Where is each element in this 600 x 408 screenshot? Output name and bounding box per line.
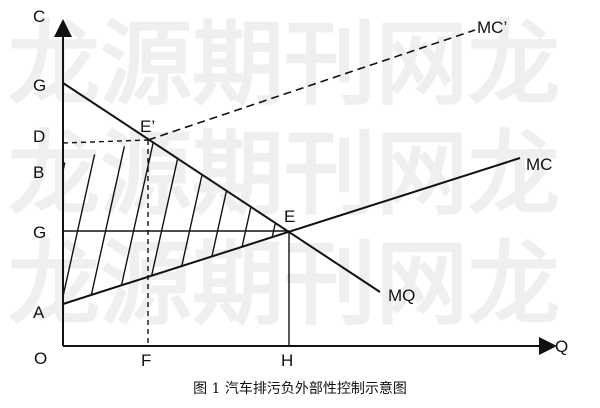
y-tick-label: G	[33, 223, 46, 242]
mc-line	[62, 157, 521, 305]
watermark-row-3: 龙源期刊网龙	[8, 231, 560, 338]
watermark-row-1: 龙源期刊网龙	[8, 11, 560, 118]
mq-line	[62, 82, 381, 293]
x-tick-label: F	[141, 351, 151, 370]
mc-label: MC	[526, 155, 552, 174]
y-tick-label: D	[33, 127, 45, 146]
y-axis-label: C	[33, 7, 45, 26]
y-tick-label: B	[33, 163, 44, 182]
x-tick-label: H	[281, 351, 293, 370]
mc-prime-dashed-line	[147, 29, 476, 141]
y-tick-label: G	[33, 76, 46, 95]
point-e-label: E	[284, 207, 295, 226]
figure-caption: 图 1 汽车排污负外部性控制示意图	[193, 380, 407, 397]
origin-label: O	[34, 349, 47, 368]
y-tick-label: A	[33, 303, 45, 322]
point-e-prime-label: E’	[140, 117, 155, 136]
x-axis-label: Q	[555, 337, 568, 356]
mq-label: MQ	[388, 286, 415, 305]
mc-prime-label: MC’	[477, 18, 507, 37]
